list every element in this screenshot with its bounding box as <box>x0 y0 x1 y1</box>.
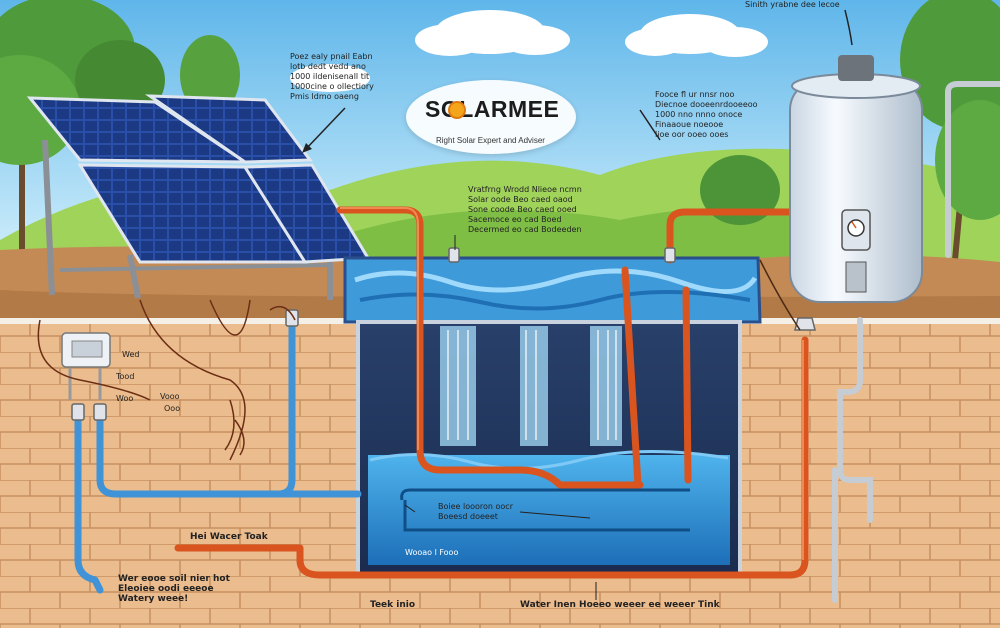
controller-note: Woo <box>116 394 134 403</box>
sun-icon <box>448 101 466 119</box>
storage-tank <box>343 256 762 576</box>
cold-water-pipe <box>74 316 362 594</box>
tank-inlet-note: Vratfrng Wrodd Nlieoe ncmn Solar oode Be… <box>468 185 582 234</box>
water-heater-icon <box>789 55 923 303</box>
brand-logo <box>406 80 576 154</box>
top-right-note: Sinith yrabne dee lecoe <box>745 0 840 9</box>
tank-into-label: Teek inio <box>370 600 416 610</box>
tank-bottom-note: Wooao l Fooo <box>405 548 459 557</box>
wire <box>37 299 296 461</box>
water-flow-label: Water Inen Hoeeo weeer ee weeer Tink <box>520 600 720 610</box>
drain-pipe <box>832 81 1000 603</box>
hot-water-tank-label: Hei Wacer Toak <box>190 532 268 542</box>
controller-note: Tood <box>116 372 135 381</box>
controller-note: Wed <box>122 350 140 359</box>
brand-logo-text: SOLARMEE <box>425 96 560 122</box>
soil-note: Ooo <box>164 404 181 413</box>
solar-panel-icon <box>26 94 371 300</box>
valve-icon <box>71 247 816 421</box>
tree-icon <box>700 0 1000 261</box>
soil-note: Vooo <box>160 392 180 401</box>
brand-tagline: Right Solar Expert and Adviser <box>436 136 545 145</box>
bottom-left-note: Wer eooe soil nier hot Eleoiee oodi eeeo… <box>118 574 230 604</box>
tank-inner-note: Boiee loooron oocr Boeesd doeeet <box>438 502 513 521</box>
panel-note: Poez ealy pnail Eabn lotb dedt vedd ano … <box>290 52 374 101</box>
heater-note: Fooce fl ur nnsr noo Diecnoe dooeenrdooe… <box>655 90 758 139</box>
